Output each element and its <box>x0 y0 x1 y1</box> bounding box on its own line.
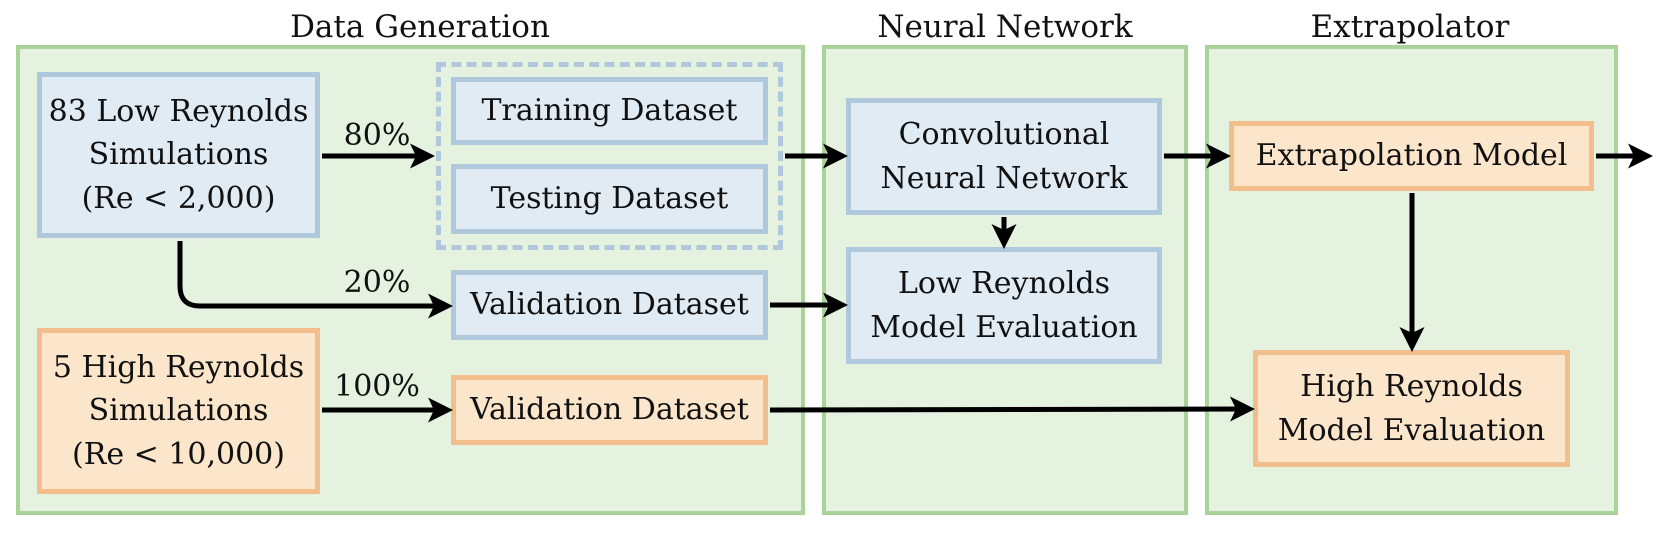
section-title-extrapolator: Extrapolator <box>1310 9 1510 45</box>
split-label-20: 20% <box>343 265 411 300</box>
low-reynolds-evaluation-box: Low Reynolds Model Evaluation <box>846 247 1162 364</box>
extrapolation-model-box: Extrapolation Model <box>1229 121 1594 191</box>
high-reynolds-simulations-box: 5 High Reynolds Simulations (Re < 10,000… <box>37 328 320 494</box>
section-title-neural-network: Neural Network <box>877 9 1133 45</box>
validation-dataset-high-box: Validation Dataset <box>451 375 768 445</box>
arrow-low-to-validation <box>177 241 453 319</box>
split-label-80: 80% <box>343 118 411 153</box>
arrow-high-validation-to-high-eval <box>769 396 1255 422</box>
section-title-data-generation: Data Generation <box>290 9 550 45</box>
validation-dataset-low-box: Validation Dataset <box>451 270 768 340</box>
cnn-box: Convolutional Neural Network <box>846 98 1162 215</box>
testing-dataset-box: Testing Dataset <box>451 164 768 234</box>
training-dataset-box: Training Dataset <box>451 77 768 145</box>
split-label-100: 100% <box>334 369 420 404</box>
high-reynolds-evaluation-box: High Reynolds Model Evaluation <box>1253 350 1570 467</box>
low-reynolds-simulations-box: 83 Low Reynolds Simulations (Re < 2,000) <box>37 72 320 238</box>
train-test-group <box>436 62 783 250</box>
